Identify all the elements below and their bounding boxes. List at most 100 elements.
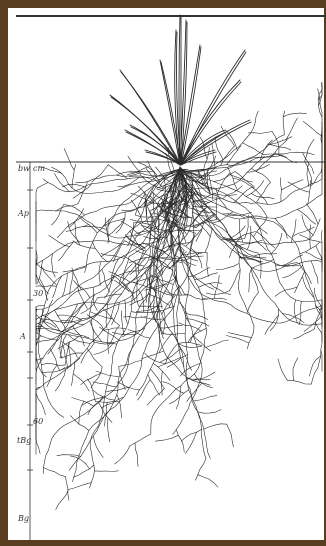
horizon-label-a: A xyxy=(20,333,26,341)
root-strand xyxy=(304,315,322,331)
root-strand xyxy=(117,382,139,390)
root-strand xyxy=(204,424,227,429)
root-strand xyxy=(247,226,251,250)
root-strand xyxy=(188,267,210,276)
root-strand xyxy=(88,397,103,415)
root-strand xyxy=(281,178,282,202)
root-strand xyxy=(198,410,221,414)
root-strand xyxy=(52,167,180,193)
root-strand xyxy=(64,149,74,171)
root-strand xyxy=(56,490,69,510)
horizon-label-bg: Bg xyxy=(18,515,29,523)
root-strand xyxy=(303,121,322,136)
root-strand xyxy=(130,219,154,221)
root-strand xyxy=(48,334,61,354)
grass-shoots xyxy=(110,15,251,165)
root-strand xyxy=(293,227,315,237)
root-strand xyxy=(36,263,58,272)
root-strand xyxy=(180,167,322,325)
root-strand xyxy=(286,118,297,139)
root-strand xyxy=(243,143,264,155)
root-strand xyxy=(161,285,164,308)
root-strand xyxy=(183,252,207,255)
root-strand xyxy=(93,382,116,387)
root-strand xyxy=(36,286,57,287)
root-strand xyxy=(278,359,288,381)
root-strand xyxy=(36,183,48,196)
root-strand xyxy=(179,167,322,323)
root-strand xyxy=(135,443,138,467)
root-strand xyxy=(72,362,75,386)
root-strand xyxy=(294,300,297,323)
root-strand xyxy=(55,370,65,391)
root-strand xyxy=(253,254,277,257)
root-strand xyxy=(293,358,298,381)
depth-label-30: 30 xyxy=(33,290,43,298)
root-strand xyxy=(166,343,179,363)
root-strand xyxy=(70,456,89,469)
root-strand xyxy=(74,281,90,298)
root-strand xyxy=(283,111,285,135)
root-strand xyxy=(92,165,108,183)
root-strand xyxy=(47,365,57,387)
root-strand xyxy=(93,243,107,262)
root-strand xyxy=(123,317,147,318)
root-strand xyxy=(215,275,220,298)
root-strand xyxy=(315,306,322,329)
root-strand xyxy=(225,130,237,150)
root-strand xyxy=(223,186,243,199)
root-strand xyxy=(181,429,201,441)
root-strand xyxy=(178,344,201,348)
root-strand xyxy=(94,343,114,355)
root-strand xyxy=(302,277,313,298)
root-strand xyxy=(68,335,90,344)
root-strand xyxy=(63,267,86,272)
root-strand xyxy=(297,209,316,224)
root-strand xyxy=(83,396,105,405)
root-strand xyxy=(73,167,194,482)
root-strand xyxy=(137,282,139,306)
root-strand xyxy=(251,194,274,199)
depth-label-60: 60 xyxy=(33,418,43,426)
root-strand xyxy=(176,430,184,452)
root-strand xyxy=(275,287,297,296)
root-strand xyxy=(293,329,314,340)
root-strand xyxy=(247,165,269,173)
root-strand xyxy=(222,214,245,219)
root-strand xyxy=(87,349,102,367)
root-strand xyxy=(66,331,89,338)
root-strand xyxy=(198,475,218,487)
root-strand xyxy=(305,139,314,161)
root-strand xyxy=(158,358,180,367)
root-strand xyxy=(68,483,91,490)
root-strand xyxy=(93,436,103,458)
root-strand xyxy=(248,132,272,134)
root-strand xyxy=(228,167,237,189)
root-strand xyxy=(36,430,40,453)
root-strand xyxy=(247,293,259,314)
root-strand xyxy=(70,416,89,431)
root-strand xyxy=(275,153,297,163)
root-strand xyxy=(265,315,279,335)
root-strand xyxy=(95,471,119,472)
root-strand xyxy=(306,204,318,225)
root-strand xyxy=(187,383,202,402)
root-strand xyxy=(221,126,235,146)
root-strand xyxy=(212,212,233,223)
root-strand xyxy=(194,374,212,388)
root-strand xyxy=(141,351,164,359)
root-strand xyxy=(193,206,217,207)
root-strand xyxy=(246,181,264,197)
root-strand xyxy=(69,209,84,228)
root-strand xyxy=(163,310,165,334)
root-strand xyxy=(75,222,80,245)
root-strand xyxy=(36,167,187,363)
root-strand xyxy=(87,315,104,331)
root-strand xyxy=(207,253,209,277)
root-strand xyxy=(74,465,94,477)
root-strand xyxy=(108,165,127,179)
root-strand xyxy=(101,244,121,257)
leaf-edge xyxy=(126,132,181,165)
root-strand xyxy=(50,349,60,371)
